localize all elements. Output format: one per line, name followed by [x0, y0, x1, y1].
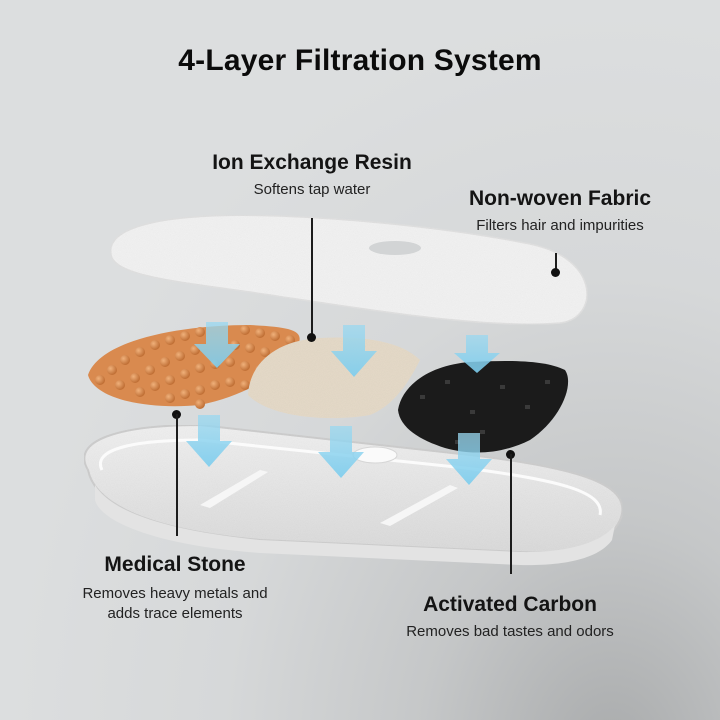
layer-description-line: adds trace elements — [107, 605, 243, 622]
layer-name: Ion Exchange Resin — [212, 151, 412, 174]
label-non-woven-fabric: Non-woven Fabric Filters hair and impuri… — [440, 186, 680, 236]
layer-description: Removes bad tastes and odors — [406, 623, 614, 640]
label-medical-stone: Medical Stone Removes heavy metals and a… — [50, 552, 300, 624]
arrow-down-icon — [186, 415, 232, 467]
layer-description-line: Removes heavy metals and — [82, 585, 268, 602]
arrow-down-icon — [446, 433, 492, 485]
leader-dot-resin — [307, 333, 316, 342]
leader-dot-fabric — [551, 268, 560, 277]
layer-name: Non-woven Fabric — [468, 187, 652, 210]
stone-granules-icon — [88, 325, 300, 409]
label-ion-exchange-resin: Ion Exchange Resin Softens tap water — [192, 150, 432, 200]
leader-line-carbon — [510, 454, 512, 574]
leader-line-resin — [311, 218, 313, 336]
layer-name: Medical Stone — [104, 553, 246, 576]
arrow-down-icon — [194, 322, 240, 368]
leader-line-stone — [176, 414, 178, 536]
leader-line-fabric — [555, 253, 557, 271]
layer-description: Filters hair and impurities — [476, 217, 644, 234]
arrow-down-icon — [318, 426, 364, 478]
resin-granules-icon — [248, 337, 420, 419]
fabric-sheet-icon — [109, 214, 588, 325]
label-activated-carbon: Activated Carbon Removes bad tastes and … — [370, 592, 650, 642]
carbon-granules-icon — [398, 360, 569, 453]
tray-icon — [83, 423, 624, 566]
page-title: 4-Layer Filtration System — [178, 44, 542, 77]
arrow-down-icon — [454, 335, 500, 373]
layer-name: Activated Carbon — [423, 593, 597, 616]
water-flow-arrows — [186, 322, 500, 485]
layer-description: Softens tap water — [253, 181, 371, 198]
arrow-down-icon — [331, 325, 377, 377]
